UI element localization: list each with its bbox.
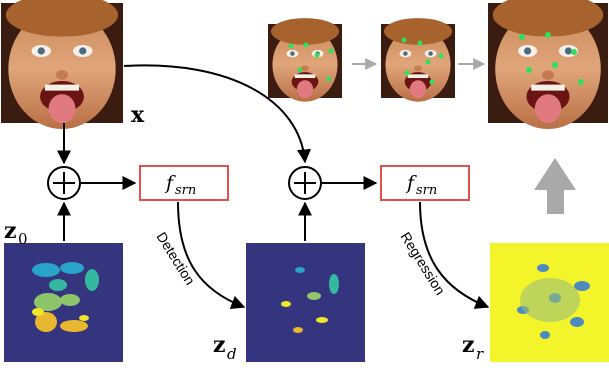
fsrn-2-base: f — [405, 172, 417, 194]
gray-up-arrow — [534, 158, 576, 214]
input-x-label: x — [131, 102, 145, 128]
zd-label: z d — [213, 332, 237, 363]
fsrn-1-sub: srn — [175, 183, 196, 198]
arrow-regression — [419, 201, 490, 309]
z0-sub: 0 — [18, 230, 28, 248]
heatmap-zd — [246, 243, 365, 362]
zr-sub: r — [476, 345, 484, 363]
zr-label: z r — [462, 332, 484, 363]
heatmap-zr — [490, 243, 609, 362]
fsrn-1-base: f — [164, 172, 176, 194]
z0-label: z 0 — [4, 218, 28, 248]
zd-base: z — [213, 332, 226, 358]
arrow-detection — [177, 201, 246, 309]
sum-node-1 — [47, 166, 81, 200]
landmark-points-2 — [401, 37, 444, 85]
fsrn-module-2: f srn — [380, 165, 470, 201]
landmark-face-1 — [268, 18, 342, 102]
fsrn-2-sub: srn — [416, 183, 437, 198]
z0-base: z — [4, 218, 17, 244]
detection-label: Detection — [153, 229, 198, 288]
zd-sub: d — [227, 345, 237, 363]
landmark-face-3 — [488, 0, 608, 130]
heatmap-z0 — [4, 243, 123, 362]
landmark-points-1 — [288, 42, 334, 82]
landmark-face-2 — [381, 18, 455, 102]
arrow-x-to-sum2 — [123, 64, 311, 164]
zr-base: z — [462, 332, 475, 358]
landmark-points-3 — [519, 32, 584, 85]
sum-node-2 — [288, 166, 322, 200]
regression-label: Regression — [397, 229, 448, 298]
input-face-image — [1, 0, 123, 130]
fsrn-module-1: f srn — [139, 165, 229, 201]
